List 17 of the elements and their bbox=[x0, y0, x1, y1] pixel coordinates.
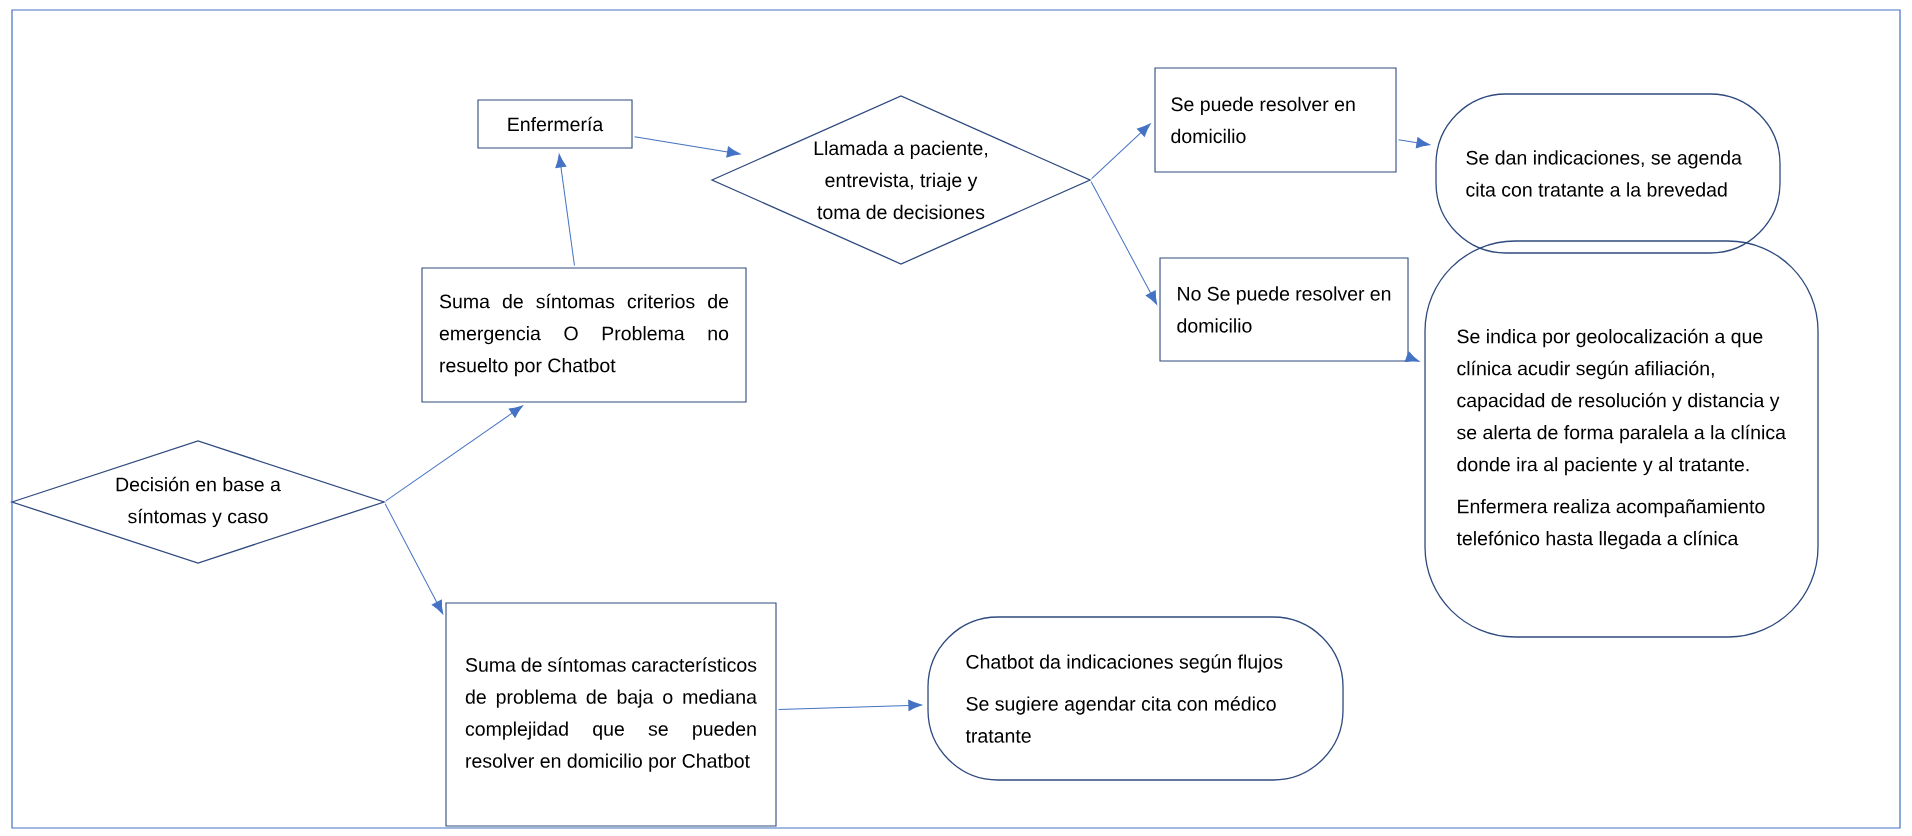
process-box: No Se puede resolver en domicilio bbox=[1159, 257, 1409, 362]
arrow bbox=[1398, 137, 1430, 149]
arrow bbox=[555, 153, 575, 266]
arrow bbox=[634, 136, 741, 158]
rounded-box: Chatbot da indicaciones según flujos Se sugiere agendar cita con médico tratante bbox=[927, 616, 1344, 781]
rounded-box: Se dan indicaciones, se agenda cita con tratante a la brevedad bbox=[1435, 93, 1781, 254]
process-box: Se puede resolver en domicilio bbox=[1154, 67, 1397, 173]
process-box: Suma de síntomas criterios de emergencia O Problema no resuelto por Chatbot bbox=[421, 267, 747, 403]
arrow bbox=[1091, 123, 1151, 180]
arrow bbox=[1090, 181, 1158, 305]
rounded-box: Se indica por geolocalización a que clínica acudir según afiliación, capacidad de resolución y distancia y se alerta de forma paralela a la clínica donde ira al paciente y al tratante. Enfermera realiza acompañamiento telefónico hasta llegada a clínica bbox=[1424, 240, 1819, 638]
process-box: Suma de síntomas característicos de problema de baja o mediana complejidad que se pueden resolver en domicilio por Chatbot bbox=[445, 602, 777, 827]
arrow bbox=[778, 699, 922, 711]
arrow bbox=[1404, 351, 1420, 362]
arrow bbox=[384, 503, 444, 615]
arrow bbox=[385, 405, 523, 502]
process-box: Enfermería bbox=[477, 99, 633, 149]
